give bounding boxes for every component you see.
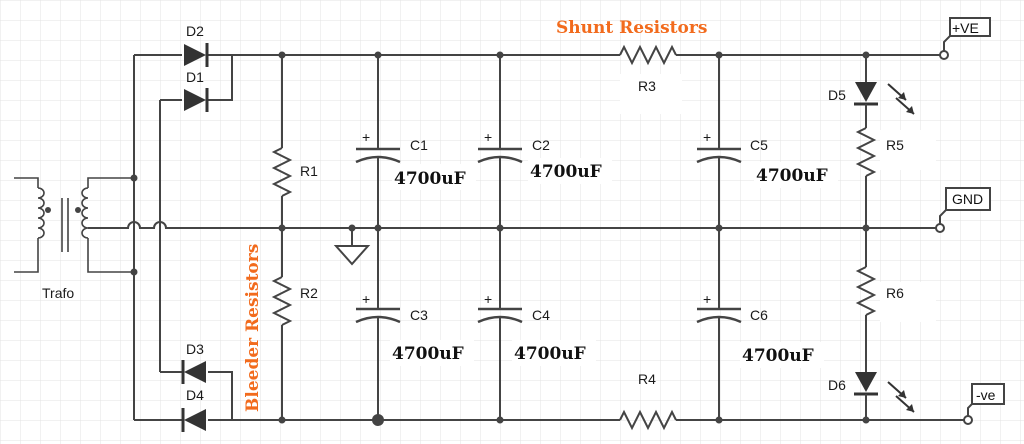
d5-label: D5 — [828, 87, 846, 103]
c6-plus: + — [703, 291, 711, 307]
ground-symbol — [333, 224, 371, 266]
diode-d4 — [181, 408, 206, 432]
c2-value-bg — [528, 158, 612, 184]
c5-value-bg — [754, 162, 838, 188]
d4-label: D4 — [186, 387, 204, 403]
capacitor-column-c2-c4 — [477, 51, 523, 424]
d1-label: D1 — [186, 69, 204, 85]
c2-value: 4700uF — [530, 162, 602, 182]
r3-label: R3 — [638, 78, 656, 94]
r3-label-bg — [620, 74, 682, 114]
diode-d2 — [184, 43, 209, 67]
r5-label: R5 — [886, 137, 904, 153]
c3-label: C3 — [410, 307, 428, 323]
c5-value: 4700uF — [756, 166, 828, 186]
c1-label: C1 — [410, 137, 428, 153]
terminal-neg[interactable]: -ve — [963, 383, 1005, 425]
c5-label: C5 — [750, 137, 768, 153]
d2-label: D2 — [186, 23, 204, 39]
c4-value: 4700uF — [514, 344, 586, 364]
diode-d1 — [184, 88, 209, 112]
r6-label: R6 — [886, 285, 904, 301]
c5-plus: + — [703, 129, 711, 145]
c2-label: C2 — [532, 137, 550, 153]
r5-label-bg — [880, 130, 936, 170]
capacitor-column-c1-c3 — [355, 51, 401, 426]
resistor-r4 — [619, 409, 677, 431]
terminal-pos[interactable]: +VE — [939, 17, 991, 60]
c1-value: 4700uF — [394, 169, 466, 189]
r2-label: R2 — [300, 285, 318, 301]
bleeder-column — [271, 51, 293, 424]
terminal-neg-label: -ve — [976, 387, 996, 403]
c3-plus: + — [362, 291, 370, 307]
c6-value: 4700uF — [742, 346, 814, 366]
r1-label: R1 — [300, 163, 318, 179]
c4-plus: + — [484, 291, 492, 307]
capacitor-column-c5-c6 — [696, 51, 742, 424]
resistor-r3 — [619, 44, 677, 66]
c6-label: C6 — [750, 307, 768, 323]
c1-plus: + — [362, 129, 370, 145]
c4-value-bg — [512, 340, 596, 366]
c6-value-bg — [740, 342, 824, 368]
c2-plus: + — [484, 129, 492, 145]
c4-label: C4 — [532, 307, 550, 323]
shunt-resistors-annotation: Shunt Resistors — [556, 18, 707, 38]
transformer — [14, 177, 134, 273]
d3-label: D3 — [186, 341, 204, 357]
terminal-gnd-label: GND — [952, 191, 983, 207]
terminal-pos-label: +VE — [952, 20, 979, 36]
r6-label-bg — [880, 282, 936, 322]
diode-d3 — [181, 360, 206, 384]
c3-value: 4700uF — [392, 344, 464, 364]
c3-value-bg — [390, 340, 474, 366]
c1-value-bg — [392, 164, 476, 190]
rectifier-wiring — [88, 54, 940, 421]
bleeder-resistors-annotation: Bleeder Resistors — [243, 244, 263, 412]
d6-label: D6 — [828, 377, 846, 393]
trafo-label: Trafo — [42, 285, 74, 301]
r4-label: R4 — [638, 371, 656, 387]
terminal-gnd[interactable]: GND — [935, 187, 991, 233]
led-column — [854, 51, 915, 424]
